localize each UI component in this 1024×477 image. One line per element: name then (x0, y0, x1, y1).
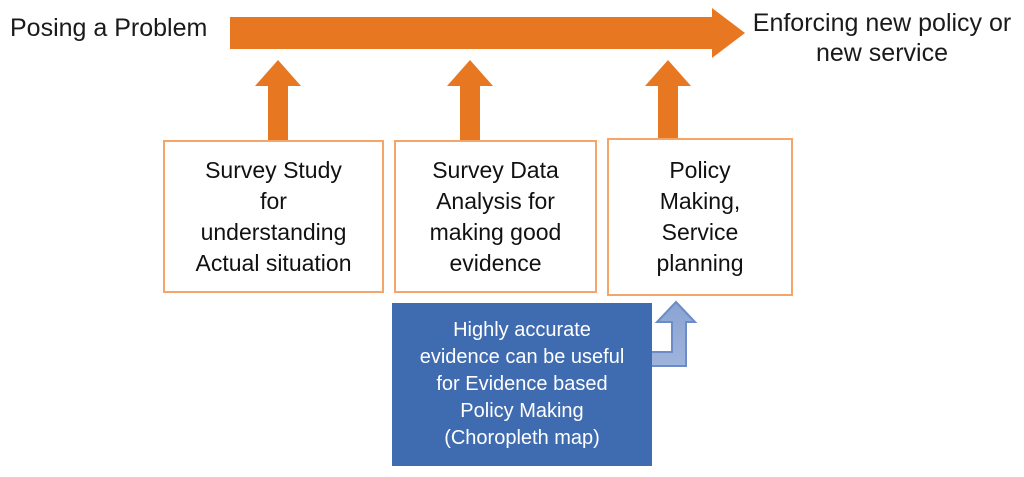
elbow-up-arrow-icon (648, 300, 698, 367)
right-arrow-icon (230, 8, 745, 58)
evidence-callout-label: Highly accurate evidence can be useful f… (419, 319, 625, 449)
stage-box-label: Policy Making, Service planning (656, 157, 744, 276)
up-arrow-icon-2 (447, 60, 493, 142)
stage-box-policy-making[interactable]: Policy Making, Service planning (607, 138, 793, 296)
up-arrow-icon-1 (255, 60, 301, 142)
evidence-callout-box[interactable]: Highly accurate evidence can be useful f… (392, 303, 652, 466)
up-arrow-icon-3 (645, 60, 691, 142)
start-label: Posing a Problem (10, 14, 208, 42)
stage-box-survey-study[interactable]: Survey Study for understanding Actual si… (163, 140, 384, 293)
stage-box-label: Survey Data Analysis for making good evi… (429, 156, 562, 276)
stage-box-label: Survey Study for understanding Actual si… (195, 156, 352, 276)
end-label: Enforcing new policy or new service (752, 9, 1012, 67)
stage-box-survey-data-analysis[interactable]: Survey Data Analysis for making good evi… (394, 140, 597, 293)
